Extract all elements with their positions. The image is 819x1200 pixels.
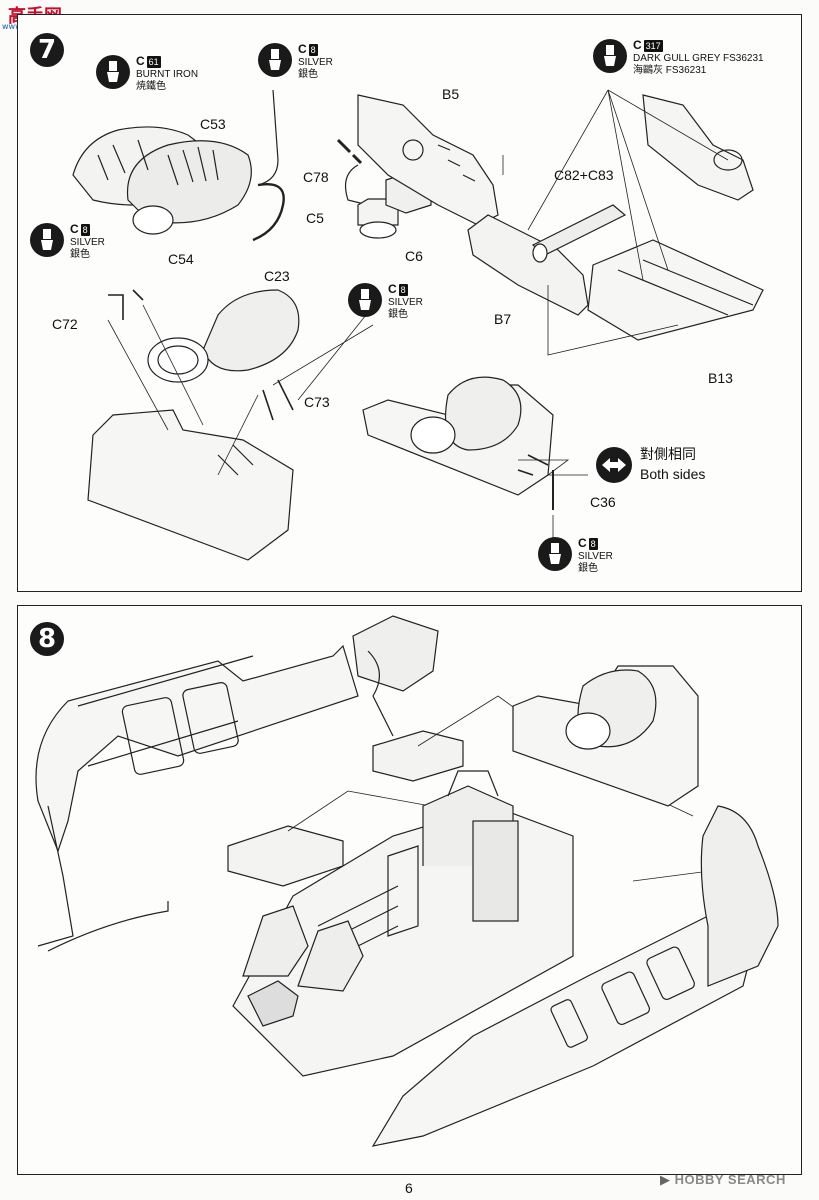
paint-name: SILVER	[70, 237, 105, 248]
footer-brand: HOBBY SEARCH	[674, 1172, 786, 1187]
paint-local-name: 銀色	[70, 249, 90, 260]
part-label-c5: C5	[306, 210, 324, 226]
paint-name: DARK GULL GREY FS36231	[633, 53, 764, 64]
paint-code: C	[298, 42, 307, 56]
engine-exhaust-parts	[72, 126, 252, 235]
paint-number: 8	[308, 44, 318, 56]
hobby-search-logo: ▶ HOBBY SEARCH	[660, 1172, 786, 1187]
paint-code: C	[633, 38, 642, 52]
part-label-c53: C53	[200, 116, 226, 132]
part-label-c23: C23	[264, 268, 290, 284]
paint-local-name: 銀色	[388, 309, 408, 320]
paint-brush-icon	[538, 537, 572, 571]
part-label-c54: C54	[168, 251, 194, 267]
both-sides-arrows-icon	[596, 447, 632, 483]
step-number-badge: 8	[30, 622, 64, 656]
part-label-c73: C73	[304, 394, 330, 410]
part-label-c36: C36	[590, 494, 616, 510]
paint-code: C	[136, 54, 145, 68]
paint-name: SILVER	[388, 297, 423, 308]
part-label-b7: B7	[494, 311, 512, 327]
part-label-c6: C6	[405, 248, 423, 264]
paint-brush-icon	[96, 55, 130, 89]
part-label-c72: C72	[52, 316, 78, 332]
paint-name: SILVER	[298, 57, 333, 68]
paint-number: 8	[80, 224, 90, 236]
part-label-c82-c83: C82+C83	[554, 167, 614, 183]
both-sides-local-text: 對側相同	[640, 446, 696, 462]
paint-code: C	[578, 536, 587, 550]
step-number-badge: 7	[30, 33, 64, 67]
paint-brush-icon	[348, 283, 382, 317]
paint-name: SILVER	[578, 551, 613, 562]
step-8-panel: 8	[17, 605, 802, 1175]
paint-local-name: 銀色	[298, 69, 318, 80]
paint-local-name: 銀色	[578, 563, 598, 574]
paint-local-name: 焼鐵色	[136, 81, 166, 92]
paint-local-name: 海鷗灰 FS36231	[633, 65, 707, 76]
page-number: 6	[405, 1180, 413, 1196]
paint-number: 8	[588, 538, 598, 550]
paint-number: 317	[643, 40, 663, 52]
paint-number: 61	[146, 56, 161, 68]
paint-brush-icon	[593, 39, 627, 73]
paint-brush-icon	[30, 223, 64, 257]
paint-code: C	[388, 282, 397, 296]
part-label-c78: C78	[303, 169, 329, 185]
paint-brush-icon	[258, 43, 292, 77]
step-7-drawing	[72, 89, 764, 561]
both-sides-text: Both sides	[640, 466, 706, 482]
paint-code: C	[70, 222, 79, 236]
step-8-drawing	[35, 615, 779, 1147]
step-7-panel: 7	[17, 14, 802, 592]
part-label-b13: B13	[708, 370, 733, 386]
paint-name: BURNT IRON	[136, 69, 199, 80]
part-label-b5: B5	[442, 86, 460, 102]
paint-number: 8	[398, 284, 408, 296]
